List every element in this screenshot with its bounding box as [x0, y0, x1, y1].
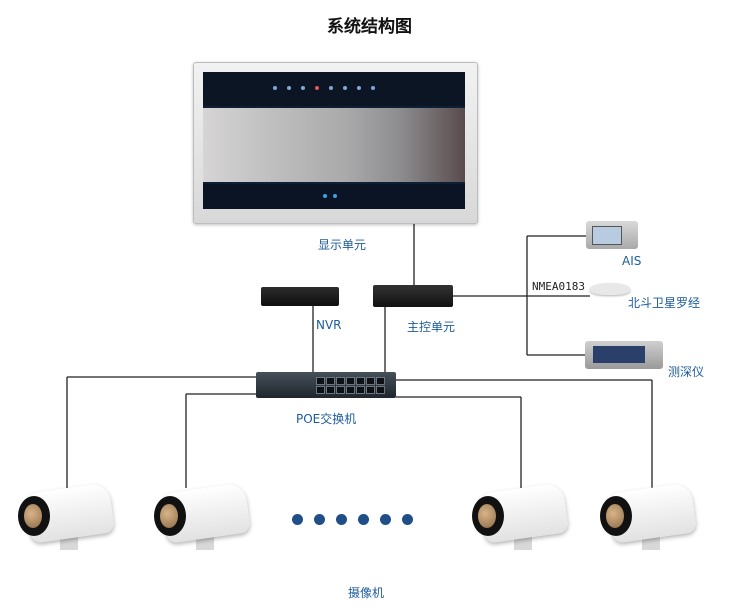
ellipsis-dot: [358, 514, 369, 525]
ellipsis-dot: [292, 514, 303, 525]
camera-1: [14, 482, 116, 552]
ellipsis-dot: [402, 514, 413, 525]
main-control-label: 主控单元: [407, 320, 456, 334]
camera-2: [150, 482, 252, 552]
nmea-label: NMEA0183: [532, 280, 585, 293]
nvr-device: [261, 287, 339, 306]
camera-3: [468, 482, 570, 552]
ellipsis-dot: [314, 514, 325, 525]
ellipsis-dot: [380, 514, 391, 525]
ellipsis-dot: [336, 514, 347, 525]
cameras-label: 摄像机: [348, 586, 385, 600]
main-control-device: [373, 285, 453, 307]
poe-switch-device: [256, 372, 396, 398]
camera-4: [596, 482, 698, 552]
ais-device: [586, 221, 638, 249]
poe-switch-label: POE交换机: [296, 412, 357, 426]
ais-label: AIS: [622, 254, 642, 268]
beidou-compass-device: [590, 283, 630, 295]
diagram-title: 系统结构图: [327, 17, 412, 37]
display-unit-label: 显示单元: [318, 238, 367, 252]
nvr-label: NVR: [316, 318, 342, 332]
beidou-compass-label: 北斗卫星罗经: [628, 296, 701, 310]
depth-sounder-label: 测深仪: [668, 365, 705, 379]
depth-sounder-device: [585, 341, 663, 369]
display-screen: [203, 72, 465, 209]
